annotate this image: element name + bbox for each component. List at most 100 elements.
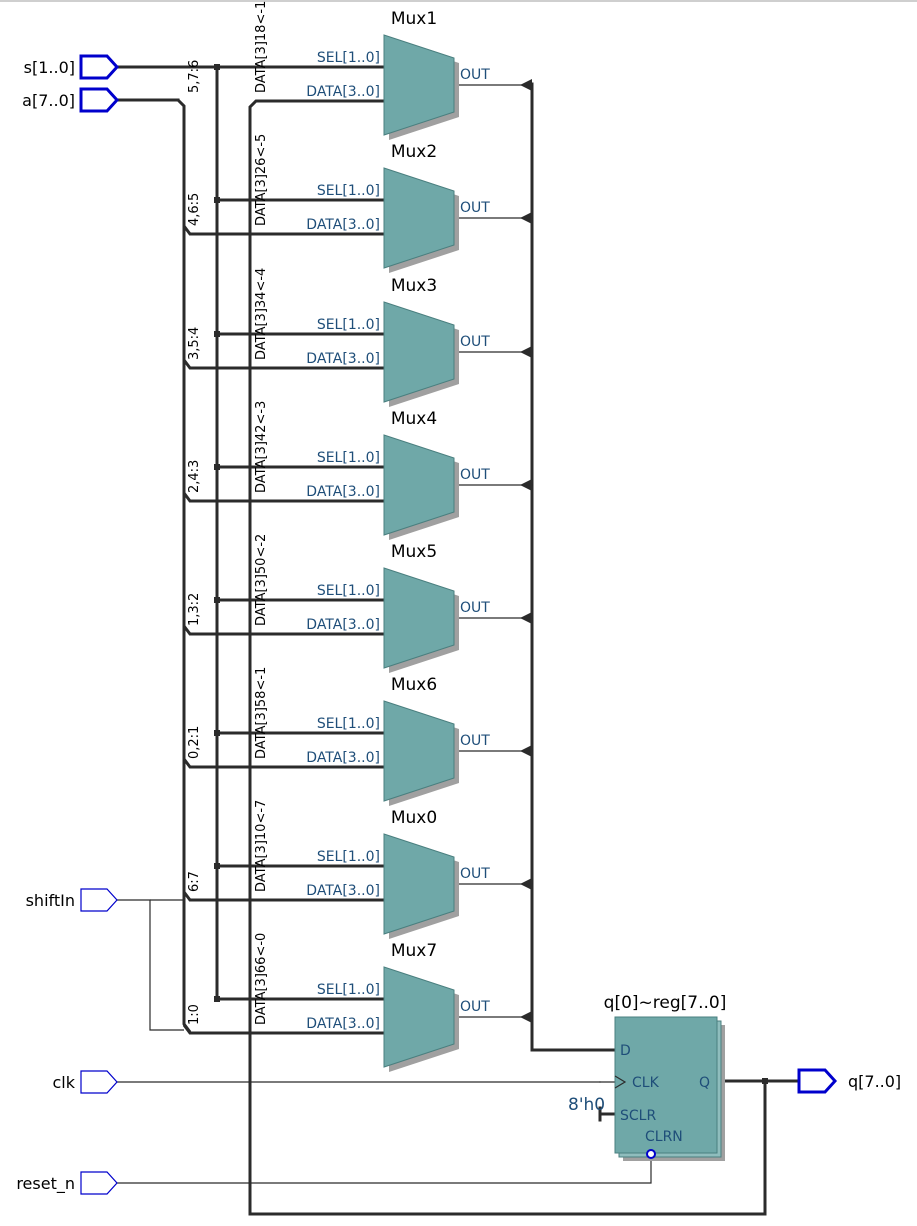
pin-label-q: Q	[699, 1075, 710, 1091]
pin-label-clrn: CLRN	[645, 1129, 683, 1145]
clrn-bubble	[646, 1149, 656, 1159]
mux-body[interactable]	[383, 434, 455, 536]
mux-title: Mux3	[391, 276, 437, 296]
data-label: DATA[3]10<-7	[254, 800, 269, 892]
pin-label-data: DATA[3..0]	[306, 351, 380, 367]
sclr-constant: 8'h0	[568, 1095, 605, 1115]
mux-title: Mux1	[391, 9, 437, 29]
data-label: DATA[3]18<-1:0	[254, 0, 269, 93]
mux-body[interactable]	[383, 167, 455, 269]
bus-label: 5,7:6	[187, 60, 202, 93]
mux-body[interactable]	[383, 567, 455, 669]
junction	[214, 863, 220, 869]
mux-body[interactable]	[383, 833, 455, 935]
mux-mux5[interactable]	[383, 567, 459, 673]
pin-label-sel: SEL[1..0]	[317, 716, 380, 732]
pin-label-data: DATA[3..0]	[306, 883, 380, 899]
output-port-q[interactable]	[797, 1068, 838, 1094]
pin-label-out: OUT	[460, 600, 490, 616]
clk-marker	[614, 1075, 627, 1089]
bus-ripper-arrow	[520, 346, 532, 358]
pin-label-sel: SEL[1..0]	[317, 450, 380, 466]
junction	[214, 197, 220, 203]
pin-label-out: OUT	[460, 334, 490, 350]
pin-label-data: DATA[3..0]	[306, 617, 380, 633]
mux-body[interactable]	[383, 34, 455, 136]
data-label: DATA[3]66<-0	[254, 933, 269, 1025]
bus-label: 2,4:3	[187, 460, 202, 493]
input-port-label: a[7..0]	[22, 91, 75, 110]
mux-body[interactable]	[383, 301, 455, 403]
mux-mux0[interactable]	[383, 833, 459, 939]
pin-label-sclr: SCLR	[620, 1108, 656, 1124]
pin-label-data: DATA[3..0]	[306, 84, 380, 100]
bus-ripper-arrow	[520, 612, 532, 624]
mux-mux1[interactable]	[383, 34, 459, 140]
mux-mux3[interactable]	[383, 301, 459, 407]
mux-body[interactable]	[383, 700, 455, 802]
junction	[214, 64, 220, 70]
input-port-label: clk	[52, 1073, 75, 1092]
data-label: DATA[3]58<-1	[254, 667, 269, 759]
output-port-label: q[7..0]	[848, 1072, 901, 1091]
pin-label-sel: SEL[1..0]	[317, 583, 380, 599]
pin-label-data: DATA[3..0]	[306, 484, 380, 500]
pin-label-out: OUT	[460, 467, 490, 483]
pin-label-data: DATA[3..0]	[306, 750, 380, 766]
input-port-s[interactable]	[79, 54, 120, 80]
wire-shiftin	[117, 899, 184, 1031]
input-port-shiftin[interactable]	[80, 888, 118, 912]
register-body[interactable]	[614, 1016, 718, 1154]
pin-label-sel: SEL[1..0]	[317, 849, 380, 865]
input-port-clk[interactable]	[80, 1070, 118, 1094]
labels-layer: s[1..0]a[7..0]shiftInclkreset_nq[7..0]Mu…	[16, 0, 901, 1194]
wires-layer	[115, 64, 801, 1216]
mux-title: Mux2	[391, 142, 437, 162]
data-label: DATA[3]42<-3	[254, 401, 269, 493]
data-label: DATA[3]50<-2	[254, 534, 269, 626]
pin-label-sel: SEL[1..0]	[317, 317, 380, 333]
wire-data	[182, 891, 384, 902]
mux-title: Mux0	[391, 808, 437, 828]
mux-mux6[interactable]	[383, 700, 459, 806]
junction	[214, 730, 220, 736]
pin-label-sel: SEL[1..0]	[317, 183, 380, 199]
bus-ripper-arrow	[520, 745, 532, 757]
bus-ripper-arrow	[520, 212, 532, 224]
pin-label-clk: CLK	[632, 1075, 660, 1091]
input-port-reset_n[interactable]	[80, 1171, 118, 1195]
mux-title: Mux6	[391, 675, 437, 695]
data-label: DATA[3]34<-4	[254, 268, 269, 360]
mux-mux4[interactable]	[383, 434, 459, 540]
mux-mux2[interactable]	[383, 167, 459, 273]
bus-ripper-arrow	[520, 79, 532, 91]
wire-data	[182, 225, 384, 236]
bus-label: 3,5:4	[187, 327, 202, 360]
junction	[762, 1078, 768, 1084]
mux-mux7[interactable]	[383, 966, 459, 1072]
pin-label-out: OUT	[460, 733, 490, 749]
bus-label: 4,6:5	[187, 193, 202, 226]
register-title: q[0]~reg[7..0]	[604, 993, 727, 1013]
wire-data	[182, 758, 384, 769]
wire-data	[182, 359, 384, 370]
mux-title: Mux5	[391, 542, 437, 562]
junction	[214, 597, 220, 603]
pin-label-data: DATA[3..0]	[306, 217, 380, 233]
bus-label: 0,2:1	[187, 726, 202, 759]
input-port-a[interactable]	[79, 87, 120, 113]
wire-data	[182, 1024, 384, 1035]
register-q-reg[interactable]	[614, 1016, 725, 1161]
input-port-label: s[1..0]	[24, 58, 75, 77]
bus-ripper-arrow	[520, 479, 532, 491]
data-label: DATA[3]26<-5	[254, 134, 269, 226]
mux-title: Mux4	[391, 409, 437, 429]
junction	[214, 464, 220, 470]
mux-body[interactable]	[383, 966, 455, 1068]
bus-label: 1:0	[187, 1004, 202, 1025]
bus-label: 6:7	[187, 871, 202, 892]
wire-feedback-bus	[248, 99, 767, 1216]
pin-label-data: DATA[3..0]	[306, 1016, 380, 1032]
pin-label-out: OUT	[460, 999, 490, 1015]
